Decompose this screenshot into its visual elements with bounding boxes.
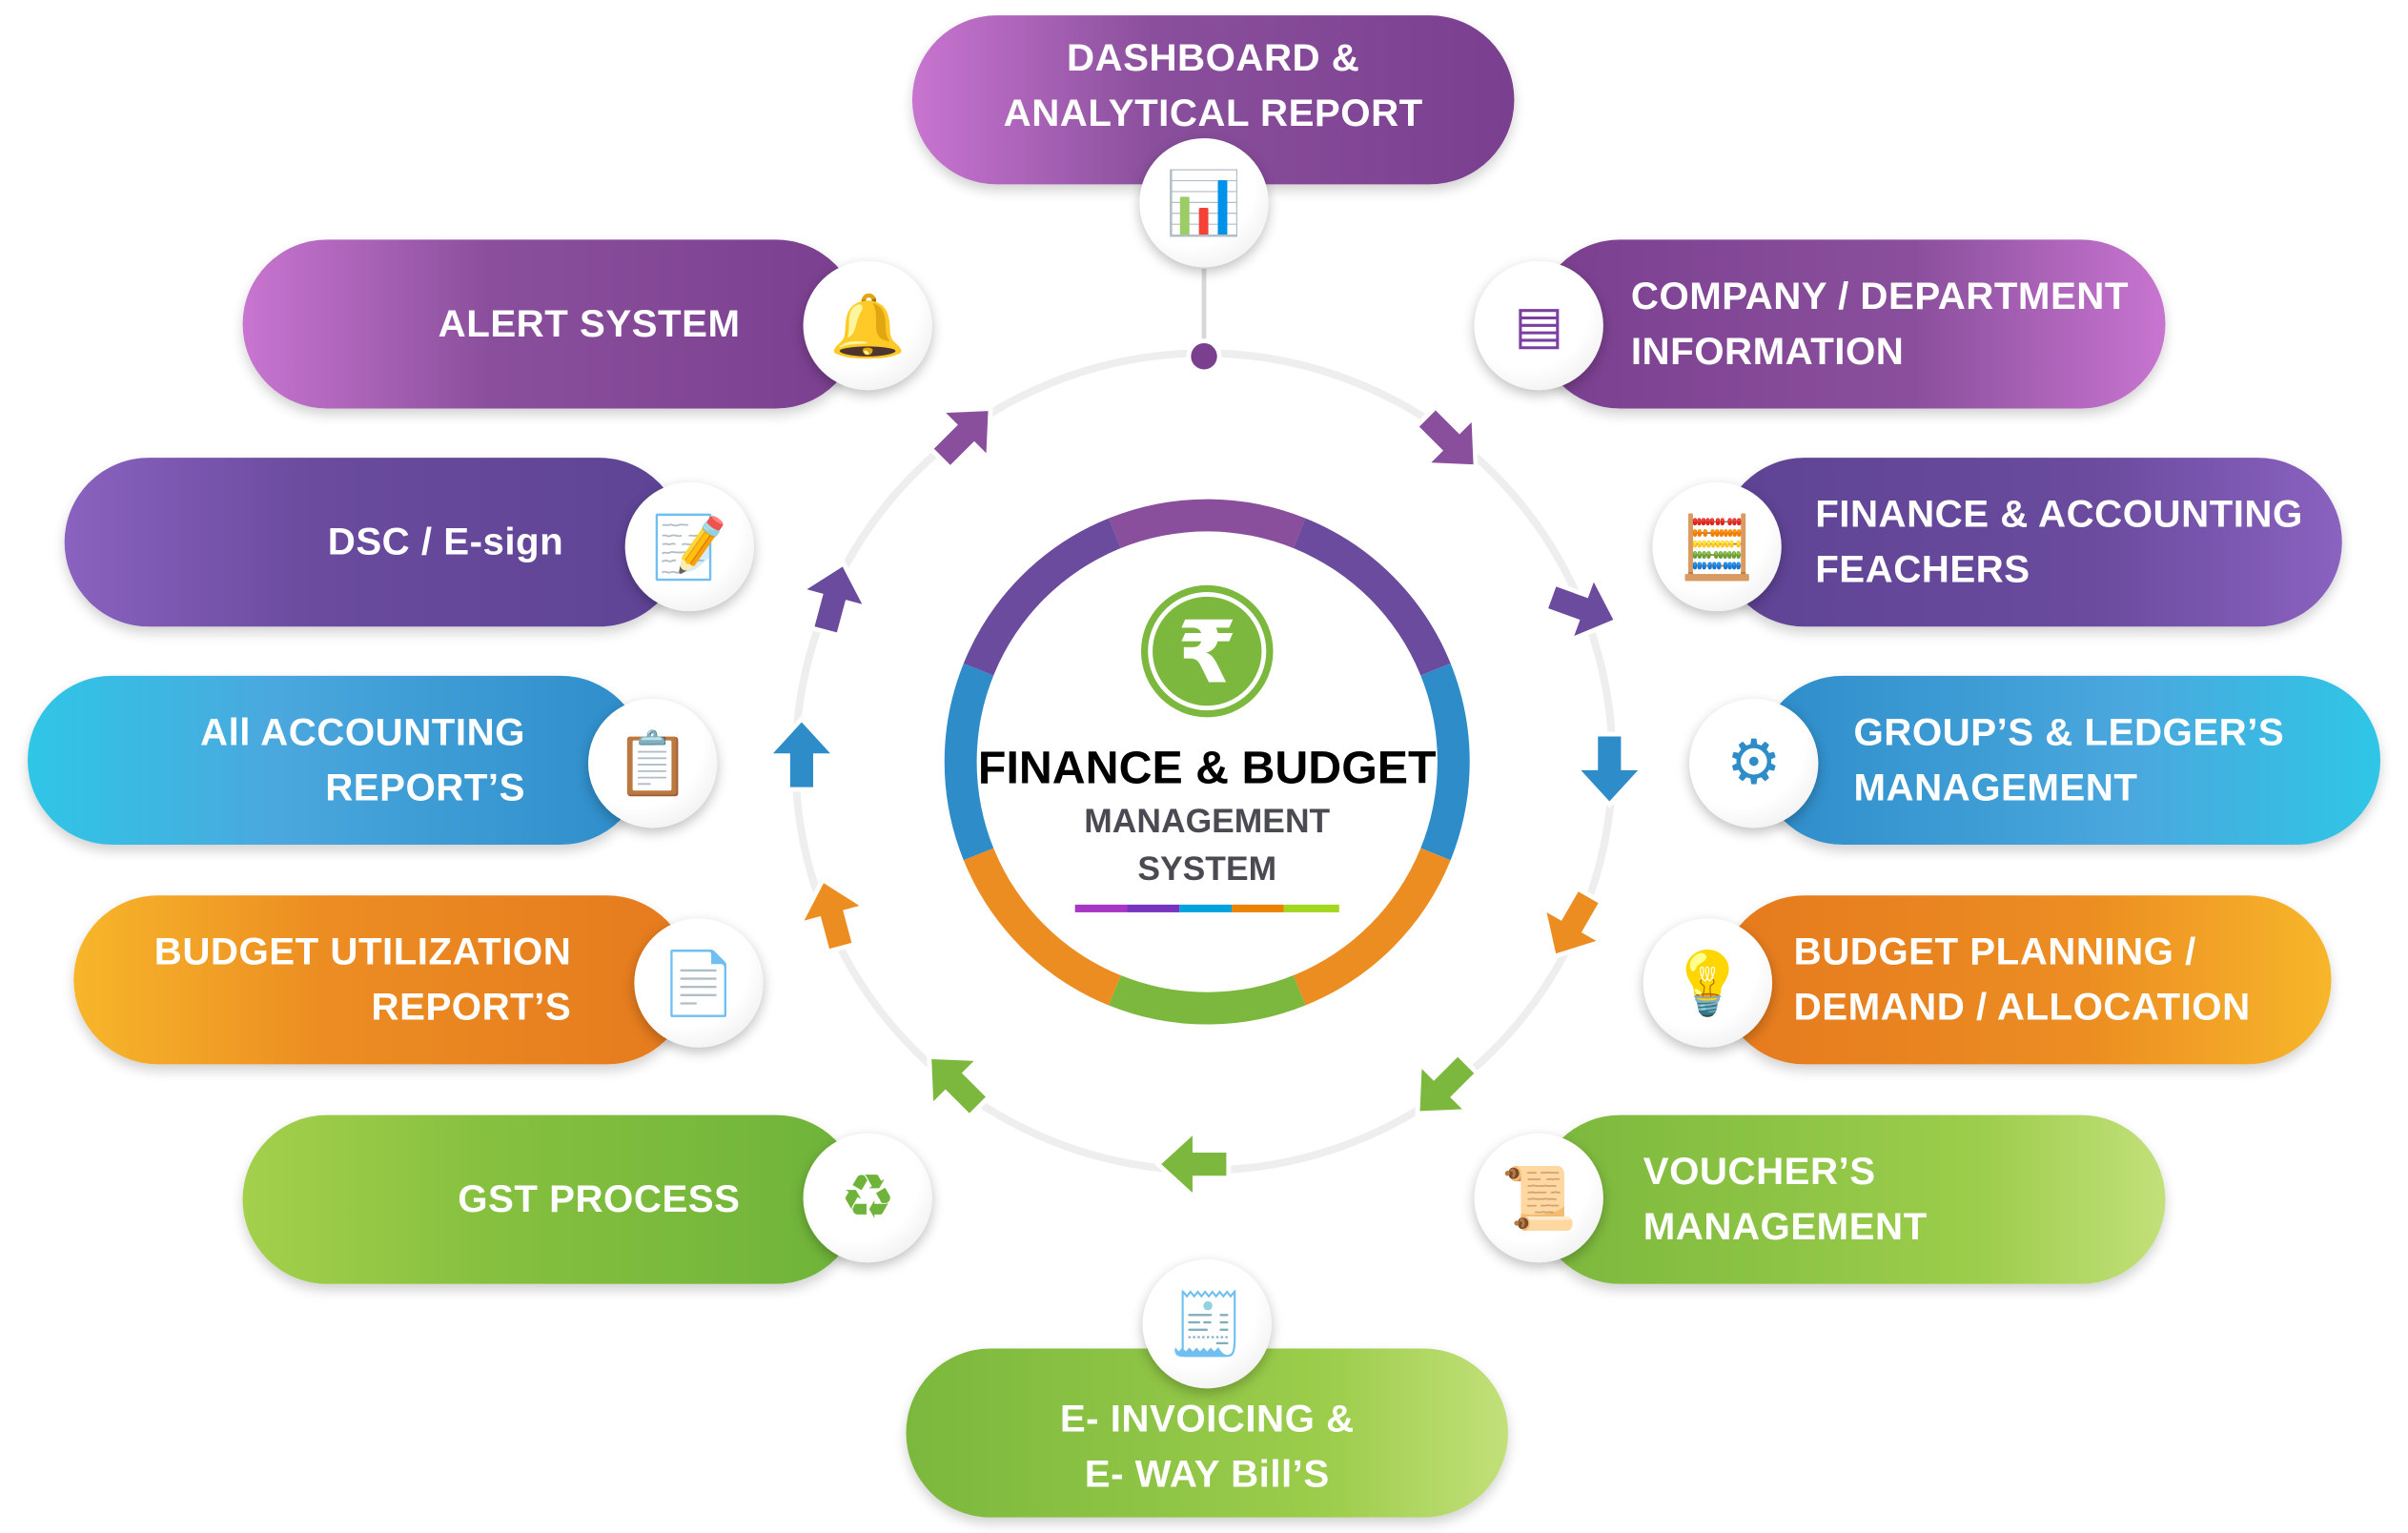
module-label: COMPANY / DEPARTMENT — [1630, 275, 2129, 318]
flow-arrow-icon — [1541, 570, 1621, 644]
module-gst-process[interactable]: GST PROCESS — [242, 1114, 861, 1284]
center-ring-segment — [1292, 847, 1451, 1006]
module-budget-planning[interactable]: BUDGET PLANNING / DEMAND / ALLOCATION — [1720, 895, 2332, 1065]
module-label: DEMAND / ALLOCATION — [1793, 986, 2251, 1030]
module-label: ALERT SYSTEM — [438, 302, 741, 346]
org-chart-icon: ▤ — [1474, 260, 1603, 391]
module-label: FINANCE & ACCOUNTING — [1815, 493, 2303, 537]
center-ring-segment — [944, 663, 995, 861]
flow-arrow-icon — [1570, 731, 1649, 808]
ring-start-dot — [1186, 338, 1222, 375]
center-title: FINANCE & BUDGET — [977, 743, 1437, 794]
module-label: FEACHERS — [1815, 548, 2030, 592]
center-subtitle: MANAGEMENT — [1084, 801, 1331, 841]
rupee-icon — [1140, 584, 1274, 718]
flow-arrow-icon — [927, 1053, 992, 1120]
invoice-stack-icon: 🧾 — [1142, 1259, 1272, 1389]
module-dsc-esign[interactable]: DSC / E-sign — [64, 458, 684, 627]
gst-cycle-icon: ♻ — [803, 1133, 932, 1263]
center-ring-segment — [963, 847, 1122, 1006]
module-company-department[interactable]: COMPANY / DEPARTMENT INFORMATION — [1536, 239, 2166, 409]
center-ring-segment — [1109, 499, 1306, 550]
module-label: All ACCOUNTING — [200, 710, 525, 755]
module-alert-system[interactable]: ALERT SYSTEM — [242, 239, 861, 409]
module-label: MANAGEMENT — [1853, 766, 2138, 809]
report-check-icon: 📄 — [634, 918, 764, 1048]
module-label: DSC / E-sign — [327, 521, 564, 564]
module-label: VOUCHER’S — [1643, 1150, 1876, 1194]
checklist-icon: 📋 — [588, 699, 718, 828]
flow-arrow-icon — [795, 876, 871, 955]
module-vouchers[interactable]: VOUCHER’S MANAGEMENT — [1536, 1114, 2166, 1284]
center-ring-segment — [1418, 663, 1470, 861]
module-finance-accounting[interactable]: FINANCE & ACCOUNTING FEACHERS — [1720, 458, 2342, 627]
svg-text:₹: ₹ — [1177, 603, 1237, 703]
module-label: REPORT’S — [371, 986, 572, 1030]
network-gear-icon: ⚙ — [1689, 699, 1819, 828]
bell-icon: 🔔 — [803, 260, 932, 391]
module-groups-ledgers[interactable]: GROUP’S & LEDGER’S MANAGEMENT — [1758, 675, 2381, 846]
analytics-monitor-icon: 📊 — [1139, 137, 1269, 268]
module-label: INFORMATION — [1630, 330, 1905, 374]
module-label: REPORT’S — [325, 766, 525, 809]
module-label: E- INVOICING & — [1059, 1398, 1355, 1441]
flow-arrow-icon — [927, 406, 993, 472]
flow-arrow-icon — [1154, 1125, 1232, 1204]
module-label: BUDGET PLANNING / — [1793, 930, 2196, 974]
flow-arrow-icon — [795, 560, 871, 639]
flow-arrow-icon — [1540, 885, 1608, 960]
scroll-icon: 📜 — [1474, 1133, 1603, 1263]
flow-arrow-icon — [1413, 403, 1479, 470]
module-label: GST PROCESS — [458, 1177, 741, 1221]
center-ring-segment — [963, 518, 1122, 677]
idea-hand-icon: 💡 — [1643, 918, 1773, 1048]
module-budget-utilization[interactable]: BUDGET UTILIZATION REPORT’S — [73, 895, 691, 1065]
center-ring-segment — [1109, 973, 1306, 1025]
flow-arrow-icon — [1415, 1050, 1481, 1116]
module-label: DASHBOARD & — [1066, 36, 1360, 80]
color-bar — [1074, 904, 1339, 912]
center-ring-segment — [1292, 518, 1451, 677]
calculator-document-icon: 🧮 — [1652, 481, 1782, 612]
module-label: MANAGEMENT — [1643, 1205, 1928, 1249]
flow-arrow-icon — [763, 715, 841, 792]
center-subtitle-2: SYSTEM — [1137, 848, 1277, 889]
signature-document-icon: 📝 — [624, 481, 755, 612]
module-label: GROUP’S & LEDGER’S — [1853, 710, 2285, 755]
module-label: E- WAY Bill’S — [1084, 1453, 1330, 1497]
module-label: BUDGET UTILIZATION — [153, 930, 572, 974]
module-label: ANALYTICAL REPORT — [1003, 92, 1423, 135]
module-all-accounting-reports[interactable]: All ACCOUNTING REPORT’S — [27, 675, 645, 846]
